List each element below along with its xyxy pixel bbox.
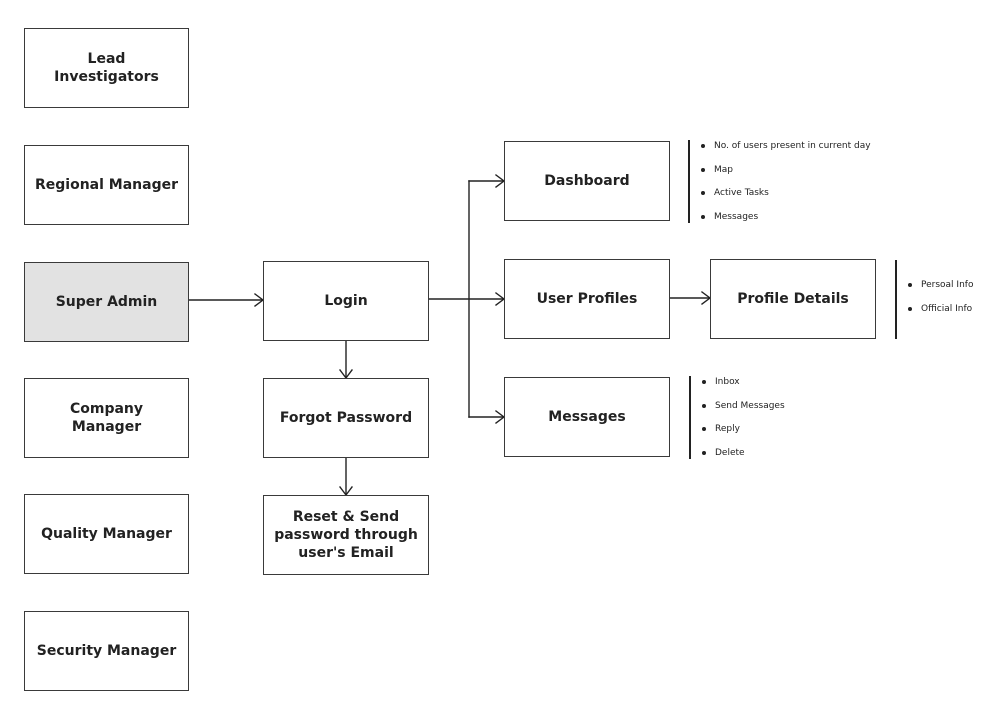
role-regional-manager: Regional Manager bbox=[24, 145, 189, 225]
user-profiles-label: User Profiles bbox=[536, 291, 638, 307]
reset-password-label: Reset & Send password through user's Ema… bbox=[274, 509, 418, 561]
profile-details-notes: Persoal Info Official Info bbox=[895, 260, 973, 339]
messages-box: Messages bbox=[504, 377, 670, 457]
dashboard-notes: No. of users present in current day Map … bbox=[688, 140, 871, 223]
note-item: Map bbox=[698, 164, 871, 176]
messages-notes: Inbox Send Messages Reply Delete bbox=[689, 376, 785, 459]
note-item: Delete bbox=[699, 447, 785, 459]
forgot-password-box: Forgot Password bbox=[263, 378, 429, 458]
note-item: Active Tasks bbox=[698, 187, 871, 199]
note-item: Send Messages bbox=[699, 400, 785, 412]
messages-label: Messages bbox=[548, 409, 626, 425]
role-company-manager: Company Manager bbox=[24, 378, 189, 458]
role-super-admin: Super Admin bbox=[24, 262, 189, 342]
note-item: Persoal Info bbox=[905, 279, 973, 291]
role-security-manager: Security Manager bbox=[24, 611, 189, 691]
role-lead-investigators: Lead Investigators bbox=[24, 28, 189, 108]
login-box: Login bbox=[263, 261, 429, 341]
dashboard-box: Dashboard bbox=[504, 141, 670, 221]
reset-password-box: Reset & Send password through user's Ema… bbox=[263, 495, 429, 575]
note-item: Reply bbox=[699, 423, 785, 435]
role-label: Security Manager bbox=[36, 643, 177, 659]
role-label: Company Manager bbox=[69, 401, 144, 435]
role-label: Regional Manager bbox=[34, 177, 178, 193]
role-quality-manager: Quality Manager bbox=[24, 494, 189, 574]
profile-details-label: Profile Details bbox=[737, 291, 849, 307]
role-label: Super Admin bbox=[55, 294, 158, 310]
forgot-password-label: Forgot Password bbox=[279, 410, 413, 426]
note-item: No. of users present in current day bbox=[698, 140, 871, 152]
note-item: Inbox bbox=[699, 376, 785, 388]
user-profiles-box: User Profiles bbox=[504, 259, 670, 339]
note-item: Messages bbox=[698, 211, 871, 223]
login-label: Login bbox=[324, 293, 368, 309]
role-label: Lead Investigators bbox=[54, 51, 159, 85]
note-item: Official Info bbox=[905, 303, 973, 315]
role-label: Quality Manager bbox=[41, 526, 172, 542]
profile-details-box: Profile Details bbox=[710, 259, 876, 339]
dashboard-label: Dashboard bbox=[544, 173, 630, 189]
